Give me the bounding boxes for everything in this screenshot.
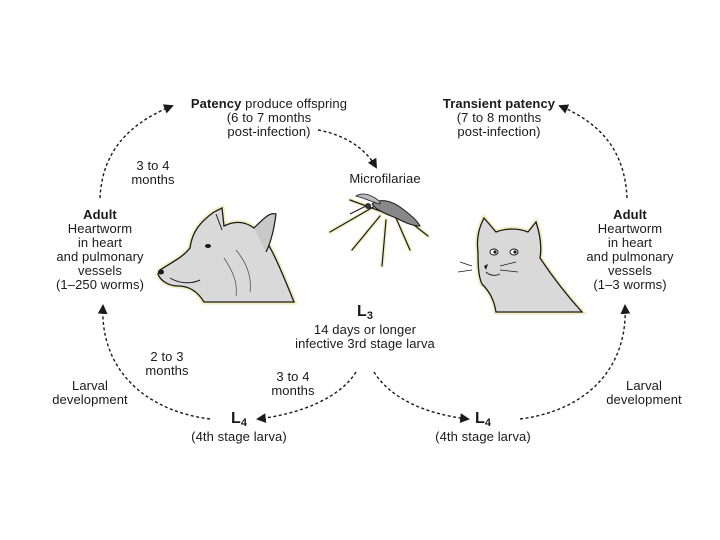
duration-2to3: 2 to 3 months: [145, 349, 189, 378]
arrow-adult-to-patency: [99, 104, 174, 199]
arrow-l4-to-adult-right: [519, 304, 631, 420]
duration-3to4-upper: 3 to 4 months: [131, 158, 175, 187]
patency-label: Patency produce offspring (6 to 7 months…: [174, 97, 364, 139]
larval-development-right: Larval development: [606, 378, 682, 407]
arrow-patency-to-microfilariae: [317, 129, 377, 169]
adult-dog-title: Adult: [83, 207, 117, 222]
patency-line2: (6 to 7 months: [226, 110, 312, 125]
l4-right-label: L4 (4th stage larva): [435, 410, 531, 444]
dog-head-illustration: [155, 204, 298, 305]
patency-line3: post-infection): [227, 124, 311, 139]
l4-left-label: L4 (4th stage larva): [191, 410, 287, 444]
microfilariae-label: Microfilariae: [349, 171, 421, 186]
transient-patency-title: Transient patency: [442, 96, 556, 111]
patency-title: Patency: [190, 96, 242, 111]
transient-patency-line3: post-infection): [457, 124, 541, 139]
duration-3to4-lower: 3 to 4 months: [271, 369, 315, 398]
adult-cat-label: Adult Heartworm in heart and pulmonary v…: [586, 207, 674, 292]
adult-cat-title: Adult: [613, 207, 647, 222]
transient-patency-line2: (7 to 8 months: [456, 110, 542, 125]
arrow-l3-to-l4-right: [373, 371, 470, 423]
arrow-l4-to-adult-left: [97, 304, 211, 420]
l3-label: L3 14 days or longer infective 3rd stage…: [295, 303, 435, 351]
arrow-l3-to-l4-left: [256, 371, 357, 423]
cat-head-illustration: [457, 213, 588, 315]
mosquito-illustration: [328, 193, 430, 268]
adult-dog-label: Adult Heartworm in heart and pulmonary v…: [56, 207, 144, 292]
transient-patency-label: Transient patency (7 to 8 months post-in…: [426, 97, 572, 139]
arrow-adult-to-transient-patency: [558, 104, 628, 199]
larval-development-left: Larval development: [52, 378, 128, 407]
patency-title-rest: produce offspring: [241, 96, 348, 111]
